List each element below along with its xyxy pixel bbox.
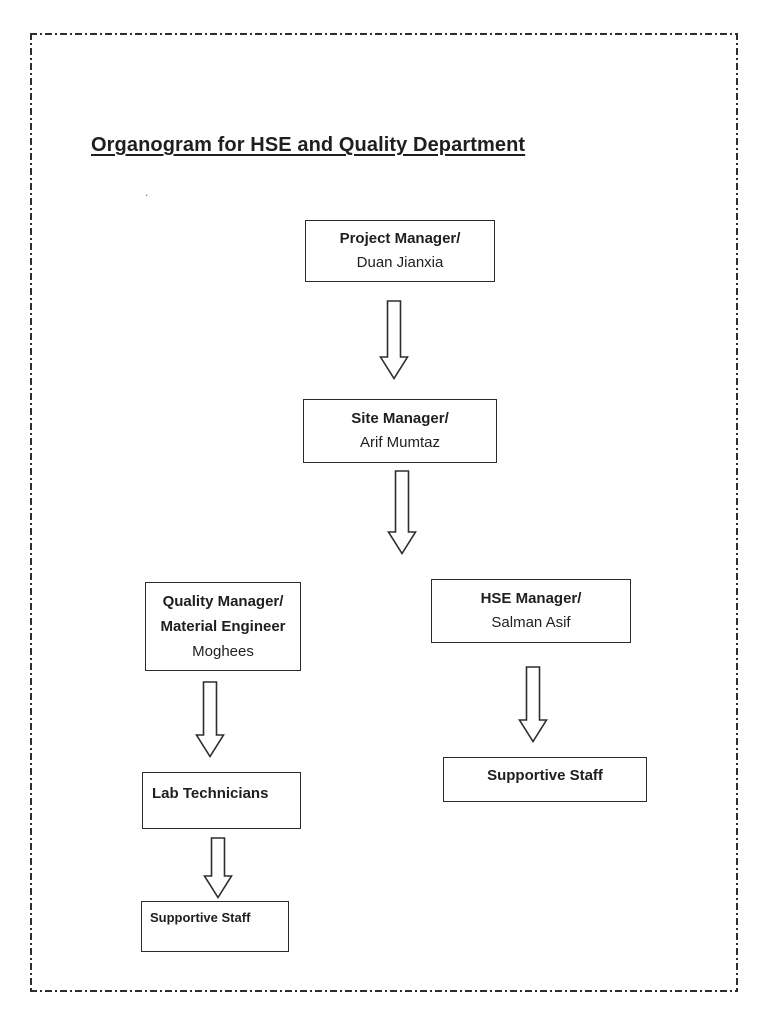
org-box-person: Duan Jianxia	[356, 254, 444, 271]
page-border-left	[30, 33, 32, 992]
org-box-role: Site Manager/	[351, 410, 449, 427]
down-block-arrow-icon	[518, 666, 548, 743]
org-box-role: HSE Manager/	[480, 590, 582, 607]
org-box-role: Supportive Staff	[487, 767, 603, 784]
org-box-role: Lab Technicians	[152, 785, 269, 802]
org-box-person: Arif Mumtaz	[359, 434, 440, 451]
org-box-lab-technicians: Lab Technicians	[142, 772, 301, 829]
page-border-top	[30, 33, 738, 35]
org-box-role: Supportive Staff	[150, 910, 251, 925]
org-box-quality-manager: Quality Manager/ Material Engineer Moghe…	[145, 582, 301, 671]
page-border-right	[736, 33, 738, 992]
org-box-person: Moghees	[192, 643, 254, 660]
org-box-role: Project Manager/	[339, 230, 461, 247]
org-box-supportive-staff-quality: Supportive Staff	[141, 901, 289, 952]
org-box-project-manager: Project Manager/ Duan Jianxia	[305, 220, 495, 282]
page-border-bottom	[30, 990, 738, 992]
org-box-hse-manager: HSE Manager/ Salman Asif	[431, 579, 631, 643]
down-block-arrow-icon	[387, 470, 417, 555]
down-block-arrow-icon	[195, 681, 225, 758]
page-title: Organogram for HSE and Quality Departmen…	[91, 134, 526, 156]
org-box-site-manager: Site Manager/ Arif Mumtaz	[303, 399, 497, 463]
stray-period-mark: .	[145, 185, 149, 199]
org-box-role-secondary: Material Engineer	[160, 618, 286, 635]
down-block-arrow-icon	[379, 300, 409, 380]
org-box-role: Quality Manager/	[162, 593, 284, 610]
org-box-person: Salman Asif	[491, 614, 571, 631]
down-block-arrow-icon	[203, 837, 233, 899]
org-box-supportive-staff-hse: Supportive Staff	[443, 757, 647, 802]
